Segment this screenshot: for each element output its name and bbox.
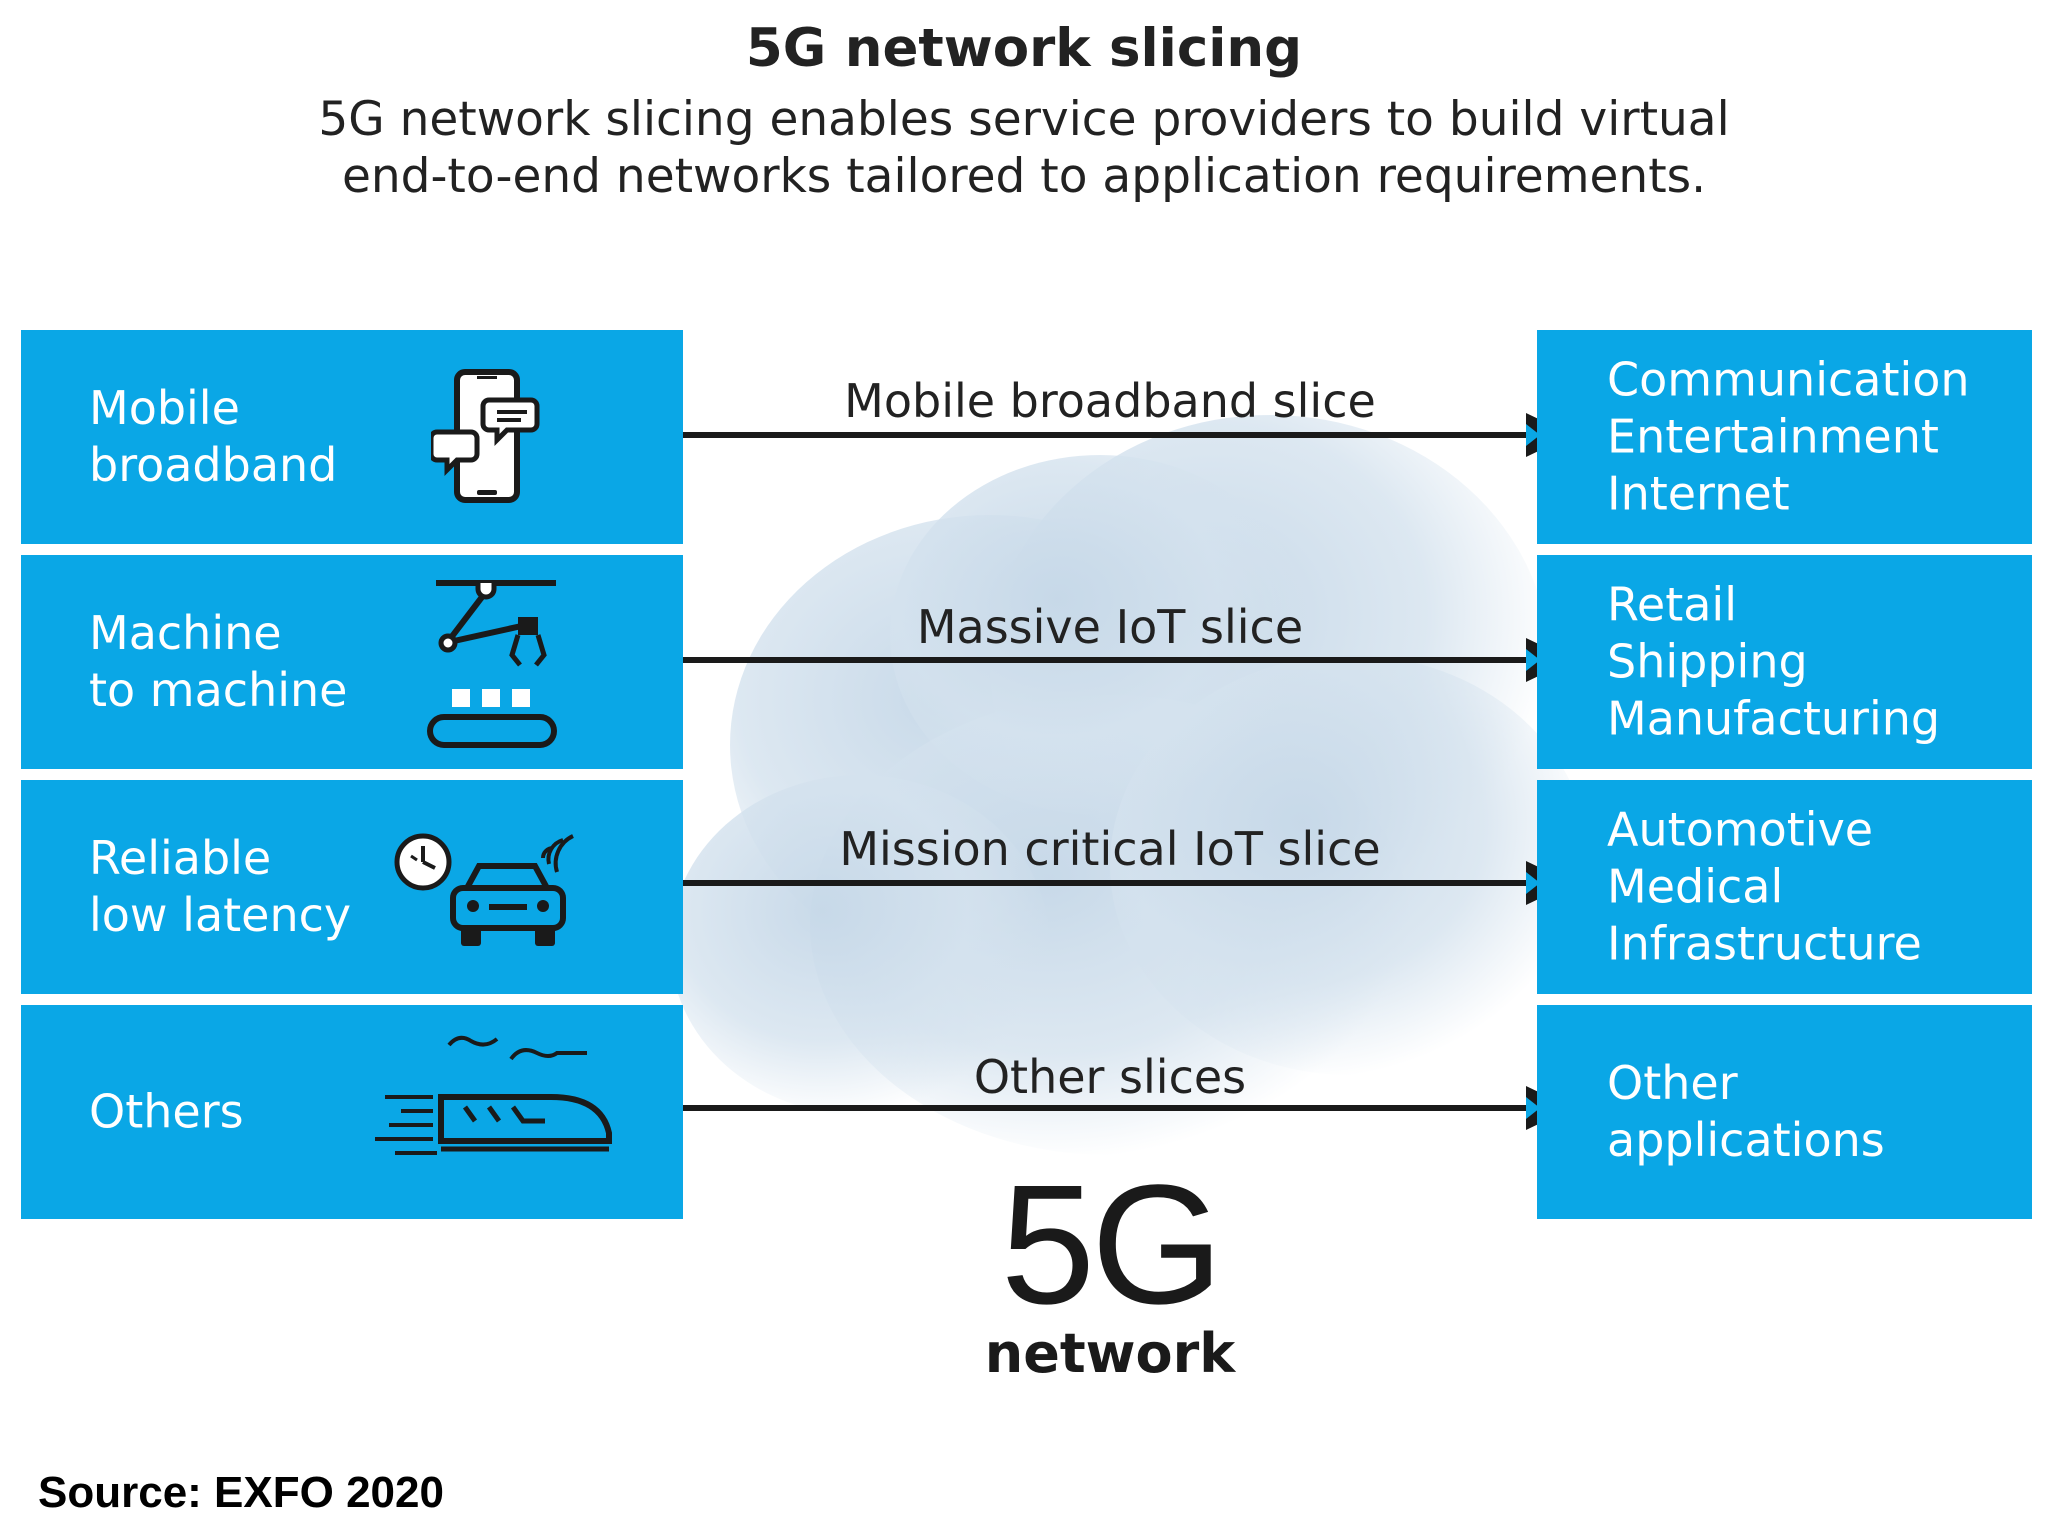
slice-line-other: [683, 1105, 1537, 1111]
application-label: Automotive Medical Infrastructure: [1607, 802, 1922, 973]
slice-label-mission-critical-iot: Mission critical IoT slice: [839, 822, 1381, 876]
application-box-mobile-broadband: Communication Entertainment Internet: [1537, 330, 2032, 544]
service-label-line: Machine: [89, 606, 282, 660]
service-box-reliable-low-latency: Reliable low latency: [21, 780, 683, 994]
slice-label-massive-iot: Massive IoT slice: [916, 600, 1304, 654]
service-label-line: to machine: [89, 663, 348, 717]
service-label-line: Reliable: [89, 831, 272, 885]
application-label: Retail Shipping Manufacturing: [1607, 577, 1940, 748]
network-label: network: [984, 1322, 1236, 1385]
robotic-arm-conveyor-icon: [427, 580, 557, 748]
service-label-line: low latency: [89, 888, 352, 942]
application-label-line: Internet: [1607, 466, 1790, 521]
application-label-line: Medical: [1607, 859, 1784, 914]
source-caption: Source: EXFO 2020: [38, 1468, 444, 1517]
application-label-line: Other: [1607, 1056, 1738, 1110]
slice-line-massive-iot: [683, 657, 1537, 663]
service-label-line: broadband: [89, 438, 338, 492]
application-label-line: applications: [1607, 1113, 1885, 1167]
slice-label-other: Other slices: [973, 1050, 1247, 1104]
slice-label-mobile-broadband: Mobile broadband slice: [844, 374, 1376, 428]
connected-car-clock-icon: [394, 833, 574, 946]
application-label-line: Automotive: [1607, 802, 1874, 857]
application-label-line: Entertainment: [1607, 409, 1939, 464]
network-cloud: [670, 395, 1610, 1155]
5g-logo-text: 5G: [1000, 1150, 1224, 1340]
service-label: Others: [89, 1084, 244, 1141]
subtitle-line-1: 5G network slicing enables service provi…: [318, 92, 1730, 147]
diagram-title: 5G network slicing: [745, 18, 1303, 79]
service-box-others: Others: [21, 1005, 683, 1219]
subtitle-line-2: end-to-end networks tailored to applicat…: [341, 149, 1707, 204]
service-label: Mobile broadband: [89, 380, 337, 494]
application-label-line: Manufacturing: [1607, 691, 1941, 746]
application-label: Other applications: [1607, 1055, 1885, 1169]
service-box-machine-to-machine: Machine to machine: [21, 555, 683, 769]
application-label: Communication Entertainment Internet: [1607, 352, 1970, 523]
slice-line-mission-critical-iot: [683, 880, 1537, 886]
application-label-line: Infrastructure: [1607, 916, 1922, 971]
smartphone-chat-icon: [431, 369, 540, 503]
application-box-mission-critical: Automotive Medical Infrastructure: [1537, 780, 2032, 994]
service-label: Reliable low latency: [89, 830, 351, 944]
slice-line-mobile-broadband: [683, 432, 1537, 438]
service-label-line: Others: [89, 1084, 244, 1139]
service-label: Machine to machine: [89, 605, 347, 719]
service-label-line: Mobile: [89, 381, 240, 435]
service-box-mobile-broadband: Mobile broadband: [21, 330, 683, 544]
high-speed-train-icon: [375, 1035, 612, 1155]
application-label-line: Communication: [1607, 352, 1970, 407]
application-box-massive-iot: Retail Shipping Manufacturing: [1537, 555, 2032, 769]
application-box-other: Other applications: [1537, 1005, 2032, 1219]
application-label-line: Retail: [1607, 577, 1737, 632]
application-label-line: Shipping: [1607, 634, 1808, 689]
